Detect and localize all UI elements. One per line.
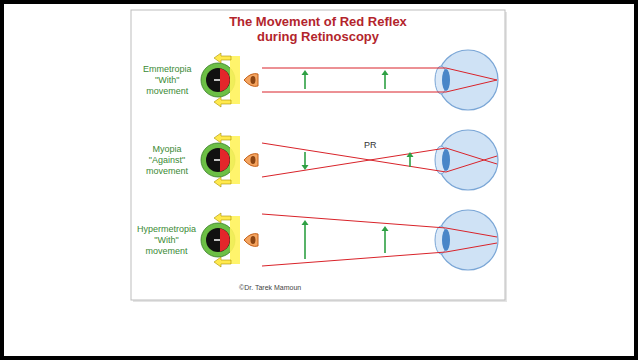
- image-arrow-shaft: [304, 152, 306, 165]
- copyright-note: ©Dr. Tarek Mamoun: [239, 284, 301, 292]
- image-arrow-head: [302, 220, 309, 225]
- light-dash: [214, 239, 220, 241]
- condition-label: Hypermetropia "With" movement: [137, 224, 196, 256]
- patient-eye: [438, 50, 498, 110]
- retinoscope-streak: [230, 56, 240, 104]
- light-ray: [446, 68, 497, 80]
- movement-arrow: [214, 53, 231, 63]
- light-rays: [262, 214, 497, 266]
- retinoscope-streak: [230, 136, 240, 184]
- movement-arrow: [214, 133, 231, 143]
- red-reflex-pupil: [201, 53, 240, 107]
- image-arrow-head: [302, 165, 309, 170]
- condition-label: Myopia "Against" movement: [146, 144, 188, 176]
- light-ray: [262, 92, 446, 93]
- image-arrow-head: [407, 152, 414, 157]
- image-arrow-shaft: [304, 75, 306, 89]
- examiner-iris: [251, 156, 256, 164]
- light-ray: [446, 80, 497, 92]
- image-arrow-head: [302, 70, 309, 75]
- light-dash: [214, 79, 220, 81]
- light-ray: [262, 252, 446, 266]
- examiner-iris: [251, 76, 256, 84]
- image-arrow-head: [382, 226, 389, 231]
- light-rays: [262, 143, 497, 177]
- image-arrow: [302, 70, 389, 89]
- light-ray: [446, 156, 497, 172]
- movement-arrow: [214, 177, 231, 187]
- light-ray: [262, 214, 446, 228]
- examiner-eye: [244, 74, 258, 87]
- pupil-ring: [201, 63, 235, 97]
- diagram-title: The Movement of Red Reflex during Retino…: [218, 15, 418, 44]
- light-rays: [262, 68, 497, 92]
- light-ray: [262, 68, 446, 69]
- red-reflex: [220, 148, 230, 172]
- examiner-iris: [251, 236, 256, 244]
- pupil-ring: [201, 143, 235, 177]
- lens: [442, 149, 450, 171]
- lens: [442, 69, 450, 91]
- light-ray: [446, 243, 497, 252]
- pupil: [206, 68, 230, 92]
- movement-arrow: [214, 213, 231, 223]
- image-arrow-shaft: [409, 157, 411, 167]
- light-ray: [262, 148, 446, 177]
- pupil: [206, 228, 230, 252]
- image-arrow-shaft: [384, 231, 386, 253]
- retinoscope-streak: [230, 216, 240, 264]
- examiner-eye: [244, 234, 258, 247]
- patient-eye: [438, 210, 498, 270]
- pupil-ring: [201, 223, 235, 257]
- red-reflex: [220, 228, 230, 252]
- image-arrow-head: [382, 70, 389, 75]
- image-arrow-shaft: [384, 75, 386, 89]
- light-ray: [446, 148, 497, 164]
- lens: [442, 229, 450, 251]
- picture-panel: [131, 10, 505, 300]
- image-arrow: [302, 152, 414, 170]
- red-reflex: [220, 68, 230, 92]
- patient-eye: [438, 130, 498, 190]
- far-point-label: PR: [363, 141, 378, 151]
- image-arrow-shaft: [304, 225, 306, 259]
- movement-arrow: [214, 257, 231, 267]
- light-dash: [214, 159, 220, 161]
- image-arrow: [302, 220, 389, 259]
- pupil: [206, 148, 230, 172]
- movement-arrow: [214, 97, 231, 107]
- condition-label: Emmetropia "With" movement: [143, 64, 192, 96]
- light-ray: [262, 143, 446, 172]
- light-ray: [446, 228, 497, 237]
- red-reflex-pupil: [201, 213, 240, 267]
- red-reflex-pupil: [201, 133, 240, 187]
- examiner-eye: [244, 154, 258, 167]
